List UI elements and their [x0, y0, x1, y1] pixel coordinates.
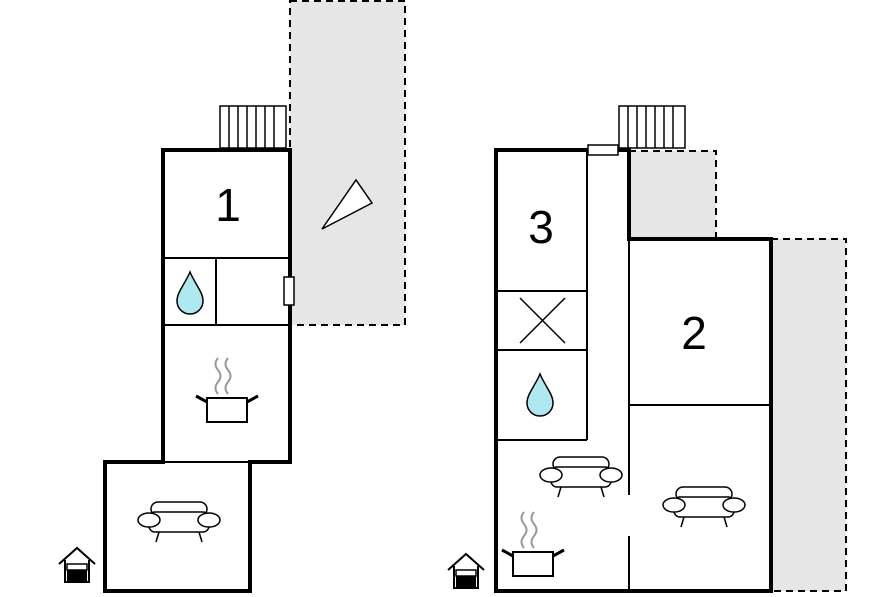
sofa-icon	[137, 501, 221, 543]
room-number-1: 1	[215, 179, 241, 231]
left-outer-wall	[103, 148, 292, 593]
left-door	[283, 276, 295, 306]
house-entrance-icon	[58, 547, 96, 583]
left-unit: 1	[58, 0, 406, 593]
room-number-2: 2	[681, 307, 707, 359]
right-unit: 3 2	[447, 105, 847, 593]
room-number-3: 3	[528, 201, 554, 253]
stairs-icon	[618, 105, 686, 149]
sofa-icon	[539, 456, 623, 498]
right-door	[587, 144, 619, 156]
water-drop-icon	[526, 373, 554, 417]
cooking-pot-icon	[500, 510, 566, 578]
triangle-icon	[321, 178, 374, 230]
stairs-icon	[219, 105, 287, 149]
x-mark-icon	[519, 297, 566, 344]
right-outer-wall	[494, 148, 773, 593]
right-terrace-side	[770, 238, 847, 592]
left-terrace	[289, 0, 406, 326]
cooking-pot-icon	[194, 356, 260, 424]
house-entrance-icon	[447, 553, 485, 589]
sofa-icon	[662, 486, 746, 528]
water-drop-icon	[176, 271, 204, 315]
right-terrace-top	[628, 150, 717, 240]
